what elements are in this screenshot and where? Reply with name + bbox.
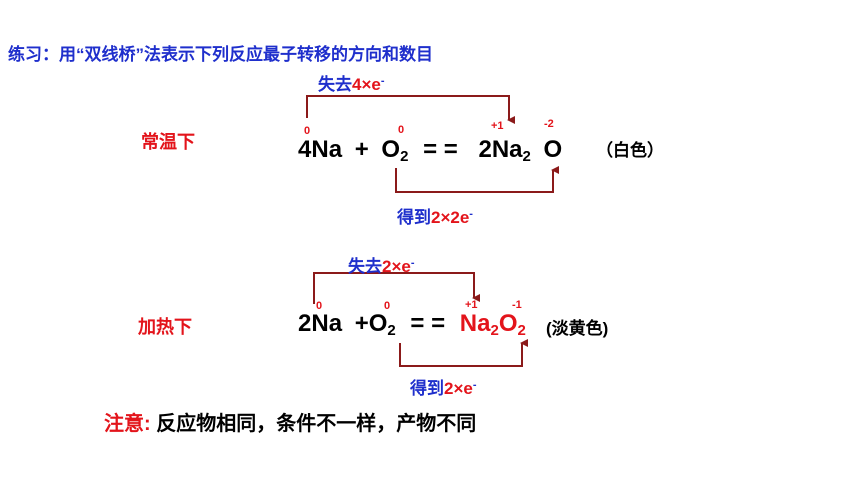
r1-gain-label: 得到2×2e- — [397, 203, 473, 228]
r1-prod-coef: 2 — [478, 136, 492, 163]
r1-gain-prefix: 得到 — [397, 208, 431, 227]
r2-prod-o: O — [498, 310, 518, 337]
r1-ox-o-left: 0 — [398, 124, 405, 136]
r1-equation: 4Na + O2 = = 2Na2 O — [298, 136, 562, 165]
r1-gain-bridge — [395, 166, 559, 193]
r2-o: O — [368, 310, 388, 337]
r2-lose-amount: 2×e — [382, 257, 411, 276]
r1-o-sub: 2 — [400, 148, 409, 165]
r1-equals: = = — [423, 136, 458, 163]
r2-color-note: (淡黄色) — [546, 319, 609, 338]
r1-lose-sup: - — [380, 75, 385, 87]
r2-coef-na: 2 — [298, 310, 312, 337]
r1-gain-sup: - — [469, 208, 473, 220]
r2-gain-label: 得到2×e- — [410, 374, 477, 399]
note-line: 注意: 反应物相同，条件不一样，产物不同 — [104, 407, 476, 436]
r1-condition: 常温下 — [141, 132, 195, 152]
r1-lose-prefix: 失去 — [318, 75, 352, 94]
r2-condition: 加热下 — [138, 317, 192, 337]
r2-prod-na: Na — [459, 310, 491, 337]
r1-prod-o: O — [543, 136, 563, 163]
r2-prod-na-sub: 2 — [490, 322, 499, 339]
r1-ox-o-right: -2 — [544, 118, 554, 130]
r1-lose-label: 失去4×e- — [318, 70, 385, 95]
note-text: 反应物相同，条件不一样，产物不同 — [156, 413, 477, 435]
r2-plus: + — [354, 310, 369, 337]
exercise-title: 练习：用“双线桥”法表示下列反应最子转移的方向和数目 — [8, 45, 433, 64]
r2-equation: 2Na +O2 = = Na2O2 — [298, 310, 526, 339]
r2-ox-o-left: 0 — [384, 300, 391, 312]
r2-gain-sup: - — [472, 379, 477, 391]
r2-gain-amount: 2×e — [444, 379, 473, 398]
r1-lose-bridge — [306, 95, 515, 124]
r1-plus: + — [354, 136, 369, 163]
r2-gain-prefix: 得到 — [410, 379, 444, 398]
r1-prod-na-sub: 2 — [522, 148, 531, 165]
r1-prod-na: Na — [491, 136, 523, 163]
r1-ox-na-right: +1 — [491, 120, 504, 132]
r2-ox-na-right: +1 — [465, 299, 478, 311]
r1-na: Na — [311, 136, 343, 163]
r2-equals: = = — [410, 310, 446, 337]
r2-lose-prefix: 失去 — [348, 257, 382, 276]
r1-gain-amount: 2×2e — [431, 208, 470, 227]
note-label: 注意: — [104, 413, 151, 435]
r1-color-note: （白色） — [596, 141, 664, 160]
r2-lose-sup: - — [410, 257, 415, 269]
r2-ox-o-right: -1 — [512, 299, 522, 311]
r1-lose-amount: 4×e — [352, 75, 381, 94]
r2-gain-bridge — [399, 339, 528, 367]
r1-coef-na: 4 — [298, 136, 312, 163]
r2-lose-bridge — [313, 272, 480, 304]
r2-ox-na-left: 0 — [316, 300, 323, 312]
r1-ox-na-left: 0 — [304, 125, 311, 137]
r1-o: O — [381, 136, 401, 163]
r2-o-sub: 2 — [387, 322, 396, 339]
r2-na: Na — [311, 310, 343, 337]
r2-lose-label: 失去2×e- — [348, 252, 415, 277]
r2-prod-o-sub: 2 — [517, 322, 526, 339]
